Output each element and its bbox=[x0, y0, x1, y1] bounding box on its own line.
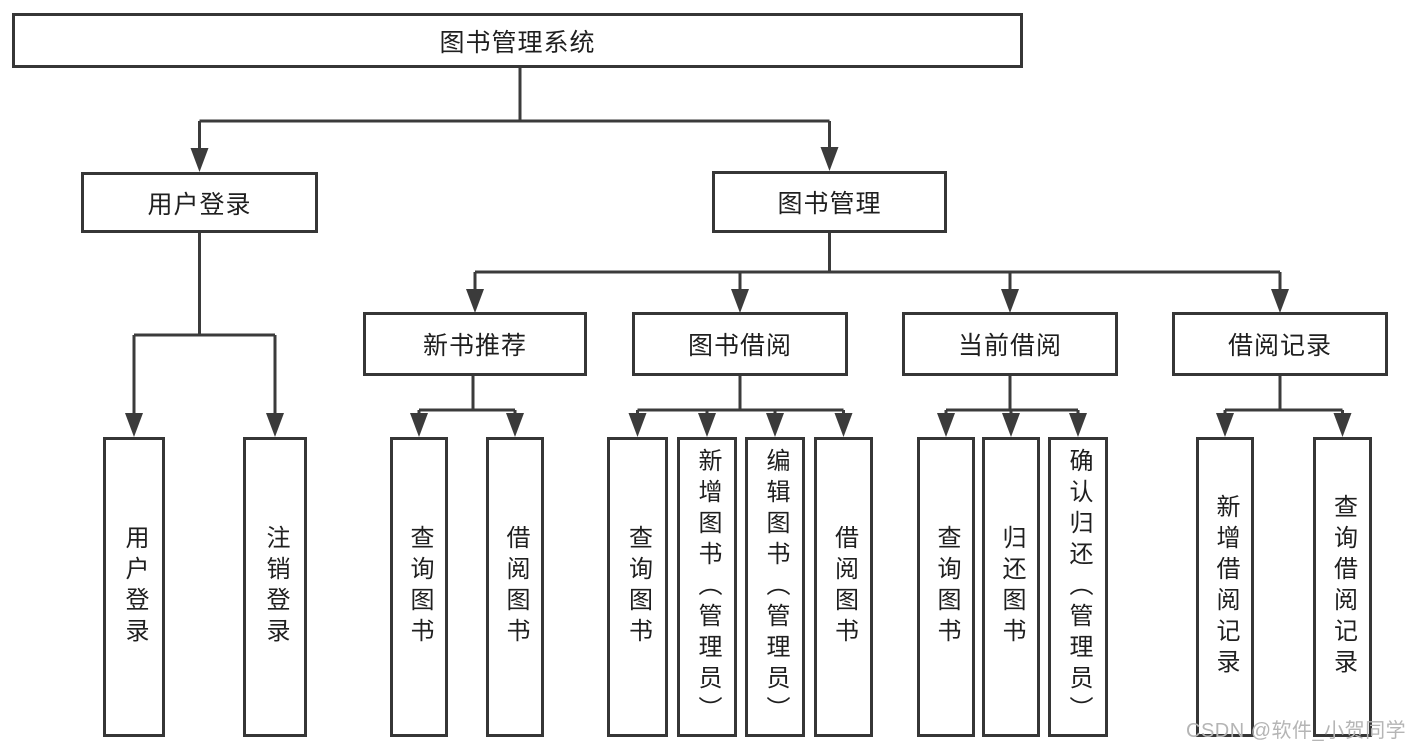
leaf-current-query-books: 查询图书 bbox=[917, 437, 975, 737]
connector-root-to-level2 bbox=[198, 68, 831, 158]
leaf-recommend-query-books: 查询图书 bbox=[390, 437, 448, 737]
node-root: 图书管理系统 bbox=[12, 13, 1023, 68]
node-user-login-label: 用户登录 bbox=[147, 190, 252, 219]
leaf-current-confirm-return-admin-label: 确认归还（管理员） bbox=[1065, 447, 1092, 727]
connector-book-mgmt-to-level3 bbox=[473, 233, 1282, 298]
leaf-recommend-borrow-books: 借阅图书 bbox=[486, 437, 544, 737]
node-new-book-recommendation: 新书推荐 bbox=[363, 312, 587, 376]
node-book-borrowing-label: 图书借阅 bbox=[687, 332, 792, 360]
leaf-borrow-edit-books-admin-label: 编辑图书（管理员） bbox=[762, 447, 789, 727]
leaf-recommend-query-books-label: 查询图书 bbox=[406, 525, 433, 649]
node-book-management: 图书管理 bbox=[712, 171, 947, 233]
leaf-borrow-query-books-label: 查询图书 bbox=[624, 525, 652, 649]
node-root-label: 图书管理系统 bbox=[439, 28, 596, 57]
arrowhead-icons bbox=[125, 147, 1352, 437]
csdn-watermark: CSDN @软件_小贺同学 bbox=[1186, 720, 1405, 742]
node-current-borrowing-label: 当前借阅 bbox=[957, 332, 1062, 360]
leaf-user-login-label: 用户登录 bbox=[121, 525, 148, 649]
leaf-current-return-books-label: 归还图书 bbox=[998, 525, 1025, 649]
leaf-borrow-add-books-admin: 新增图书（管理员） bbox=[677, 437, 737, 737]
leaf-records-add-record-label: 新增借阅记录 bbox=[1212, 494, 1239, 680]
node-book-borrowing: 图书借阅 bbox=[632, 312, 848, 376]
leaf-borrow-borrow-books: 借阅图书 bbox=[814, 437, 873, 737]
leaf-user-login: 用户登录 bbox=[103, 437, 165, 737]
node-borrowing-records: 借阅记录 bbox=[1172, 312, 1388, 376]
leaf-borrow-add-books-admin-label: 新增图书（管理员） bbox=[694, 447, 721, 727]
leaf-current-query-books-label: 查询图书 bbox=[933, 525, 960, 649]
leaf-current-return-books: 归还图书 bbox=[982, 437, 1040, 737]
leaf-borrow-edit-books-admin: 编辑图书（管理员） bbox=[745, 437, 805, 737]
leaf-logout-label: 注销登录 bbox=[262, 525, 289, 649]
leaf-logout: 注销登录 bbox=[243, 437, 307, 737]
connector-borrow-children bbox=[636, 376, 845, 423]
node-borrowing-records-label: 借阅记录 bbox=[1227, 332, 1332, 360]
connector-records-children bbox=[1223, 376, 1344, 423]
node-new-book-recommendation-label: 新书推荐 bbox=[422, 332, 527, 360]
leaf-current-confirm-return-admin: 确认归还（管理员） bbox=[1048, 437, 1108, 737]
leaf-borrow-borrow-books-label: 借阅图书 bbox=[830, 525, 858, 649]
node-user-login: 用户登录 bbox=[81, 172, 318, 233]
leaf-recommend-borrow-books-label: 借阅图书 bbox=[502, 525, 529, 649]
node-current-borrowing: 当前借阅 bbox=[902, 312, 1118, 376]
leaf-records-query-record: 查询借阅记录 bbox=[1313, 437, 1372, 737]
leaf-records-query-record-label: 查询借阅记录 bbox=[1329, 494, 1357, 680]
connector-recommend-children bbox=[417, 376, 517, 423]
connector-user-login-children bbox=[132, 233, 277, 421]
node-book-management-label: 图书管理 bbox=[777, 190, 882, 218]
leaf-borrow-query-books: 查询图书 bbox=[607, 437, 668, 737]
leaf-records-add-record: 新增借阅记录 bbox=[1196, 437, 1254, 737]
